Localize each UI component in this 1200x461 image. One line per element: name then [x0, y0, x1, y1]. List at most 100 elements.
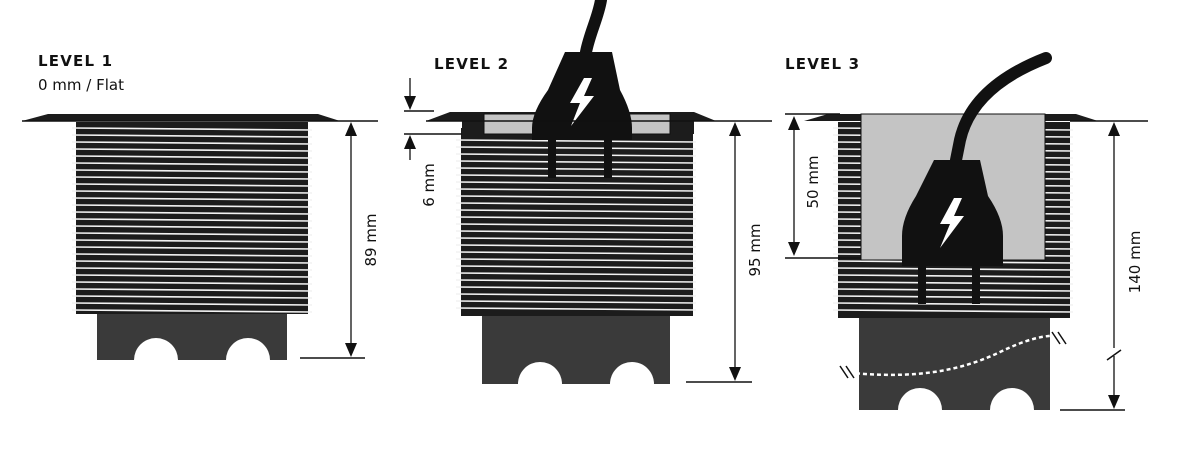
level-2-base: [482, 314, 670, 384]
level-2-dimension-label: 95 mm: [746, 223, 764, 276]
fin-gap: [832, 274, 1074, 278]
fin-gap: [832, 309, 1074, 313]
level-3-recess-arrow-down: [788, 242, 800, 256]
fin-gap: [71, 225, 313, 229]
fin-gap: [455, 223, 697, 227]
fin-gap: [832, 288, 1074, 292]
fin-gap: [71, 232, 313, 236]
level-2-offset-label: 6 mm: [420, 163, 438, 207]
fin-gap: [71, 274, 313, 278]
fin-gap: [455, 146, 697, 150]
fin-gap: [455, 237, 697, 241]
fin-gap: [455, 174, 697, 178]
level-3-recess-arrow-up: [788, 116, 800, 130]
level-3-break-mark-left: [839, 365, 855, 379]
level-3-break-line: [841, 334, 1063, 377]
level-1-flange: [22, 114, 340, 121]
fin-gap: [71, 295, 313, 299]
fin-gap: [832, 302, 1074, 306]
lightning-bolt-icon: [570, 78, 594, 126]
level-1-arrow-up: [345, 122, 357, 136]
fin-gap: [71, 260, 313, 264]
fin-gap: [455, 293, 697, 297]
fin-gap: [455, 195, 697, 199]
fin-gap: [455, 279, 697, 283]
level-2-title: LEVEL 2: [434, 55, 509, 73]
level-3-dimension-break: [1106, 349, 1122, 361]
level-2-cable: [580, 0, 607, 58]
fin-gap: [455, 300, 697, 304]
level-2-offset-arrow-up: [404, 135, 416, 149]
level-2-offset-arrow-down: [404, 96, 416, 110]
fin-gap: [71, 134, 313, 138]
level-2-prong-left: [548, 138, 556, 178]
fin-gap: [455, 188, 697, 192]
fin-gap: [71, 239, 313, 243]
fin-gap: [71, 302, 313, 306]
level-1-base: [97, 312, 287, 360]
fin-gap: [71, 176, 313, 180]
fin-gap: [71, 246, 313, 250]
fin-gap: [455, 272, 697, 276]
level-3-plug: [902, 52, 1052, 304]
level-1-fins: [71, 127, 313, 313]
fin-gap: [455, 258, 697, 262]
level-3-arrow-up: [1108, 122, 1120, 136]
fin-gap: [71, 183, 313, 187]
level-2-prong-right: [604, 138, 612, 178]
fin-gap: [455, 153, 697, 157]
fin-gap: [71, 197, 313, 201]
level-2-fins: [455, 139, 697, 311]
lightning-bolt-icon: [940, 198, 964, 248]
fin-gap: [455, 167, 697, 171]
fin-gap: [71, 309, 313, 313]
level-3-title: LEVEL 3: [785, 55, 860, 73]
level-3-arrow-down: [1108, 395, 1120, 409]
fin-gap: [71, 141, 313, 145]
fin-gap: [71, 169, 313, 173]
fin-gap: [832, 295, 1074, 299]
level-3-prong-left: [918, 264, 926, 304]
fin-gap: [455, 139, 697, 143]
fin-gap: [455, 244, 697, 248]
fin-gap: [71, 253, 313, 257]
level-2-arrow-up: [729, 122, 741, 136]
fin-gap: [832, 281, 1074, 285]
level-2-unit: LEVEL 2 6 mm 95 mm: [404, 0, 772, 384]
fin-gap: [71, 288, 313, 292]
level-3-cable: [950, 52, 1052, 166]
fin-gap: [71, 281, 313, 285]
level-2-plug: [532, 0, 632, 178]
fin-gap: [832, 267, 1074, 271]
level-3-base: [859, 314, 1050, 410]
fin-gap: [455, 265, 697, 269]
fin-gap: [455, 286, 697, 290]
fin-gap: [455, 230, 697, 234]
fin-gap: [71, 127, 313, 131]
level-1-unit: LEVEL 1 0 mm / Flat 89 mm: [22, 52, 380, 360]
fin-gap: [455, 209, 697, 213]
fin-gap: [455, 202, 697, 206]
fin-gap: [71, 204, 313, 208]
fin-gap: [455, 181, 697, 185]
fin-gap: [71, 162, 313, 166]
level-2-body: [461, 128, 693, 316]
fin-gap: [71, 155, 313, 159]
level-1-arrow-down: [345, 343, 357, 357]
level-3-prong-right: [972, 264, 980, 304]
level-3-unit: LEVEL 3 50 mm 140 mm: [785, 52, 1148, 411]
fin-gap: [455, 307, 697, 311]
level-3-dimension-label: 140 mm: [1126, 231, 1144, 294]
level-1-subtitle: 0 mm / Flat: [38, 76, 124, 94]
level-2-arrow-down: [729, 367, 741, 381]
fin-gap: [455, 251, 697, 255]
fin-gap: [455, 160, 697, 164]
level-3-break-mark-right: [1051, 331, 1067, 345]
fin-gap: [71, 211, 313, 215]
fin-gap: [71, 218, 313, 222]
fin-gap: [455, 216, 697, 220]
fin-gap: [71, 267, 313, 271]
level-1-dimension-label: 89 mm: [362, 213, 380, 266]
level-3-recess-label: 50 mm: [804, 155, 822, 208]
